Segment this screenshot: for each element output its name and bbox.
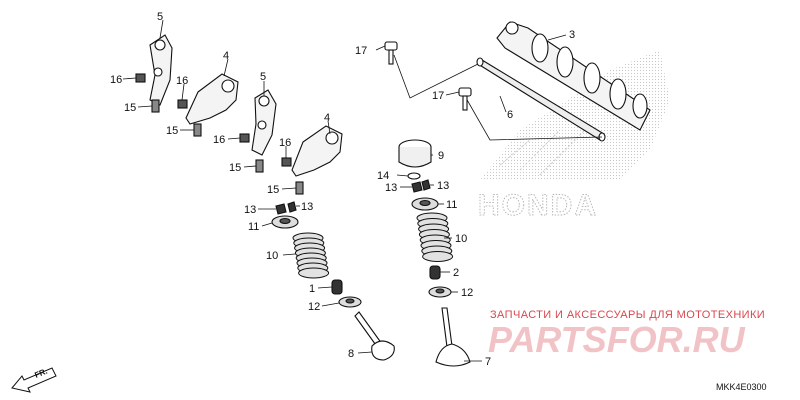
callout-12-left: 12	[308, 301, 320, 313]
bucket-part-9	[398, 139, 432, 168]
leader-lines	[122, 19, 567, 362]
callout-6: 6	[507, 109, 513, 121]
bolt-part-17-upper	[384, 41, 398, 65]
callout-1: 1	[309, 283, 315, 295]
screw-part-15-d	[295, 181, 304, 195]
rocker-arm-part-4-right	[291, 125, 343, 177]
callout-11-right: 11	[446, 199, 457, 211]
callout-17-lower: 17	[432, 90, 444, 102]
spring-coil	[298, 267, 330, 279]
spring-part-10-left	[292, 232, 330, 279]
nut-part-16-c	[239, 133, 250, 143]
cotter-part-13-left	[275, 201, 297, 215]
rocker-arm-part-4-left	[185, 73, 239, 125]
callout-2: 2	[453, 267, 459, 279]
callout-4-right: 4	[324, 112, 330, 124]
spring-coil	[422, 251, 454, 262]
valve-part-7	[435, 307, 471, 367]
callout-5-left: 5	[157, 11, 163, 23]
rocker-arm-part-5-right	[251, 89, 277, 156]
callout-4-left: 4	[223, 50, 229, 62]
watermark-tagline: ЗАПЧАСТИ И АКСЕССУАРЫ ДЛЯ МОТОТЕХНИКИ	[490, 309, 765, 321]
honda-brand-text: HONDA	[478, 189, 598, 222]
spring-part-10-right	[416, 212, 454, 262]
seal-part-1	[331, 279, 343, 295]
callout-7: 7	[485, 356, 491, 368]
camshaft-part-3	[496, 21, 651, 131]
callout-15-d: 15	[267, 184, 279, 196]
seat-part-12-right	[428, 286, 452, 298]
seat-part-12-left	[338, 296, 362, 308]
callout-3: 3	[569, 29, 575, 41]
retainer-part-11-left	[271, 215, 299, 229]
callout-16-d: 16	[279, 137, 291, 149]
front-direction-label: FR.	[33, 367, 48, 380]
callout-16-b: 16	[176, 75, 188, 87]
callout-12-right: 12	[461, 287, 473, 299]
callout-16-a: 16	[110, 74, 122, 86]
nut-part-16-a	[135, 73, 146, 83]
callout-labels: 5 16 16 15 4 15 5 16 16 15 4 15 13 13 11…	[110, 11, 575, 368]
nut-part-16-b	[177, 99, 188, 109]
front-direction-arrow: FR.	[11, 367, 57, 393]
callout-10-right: 10	[455, 233, 467, 245]
cotter-part-13-right	[411, 179, 431, 193]
callout-13-d: 13	[437, 180, 449, 192]
rocker-arm-part-5-left	[149, 34, 173, 106]
valve-part-8	[354, 311, 395, 361]
callout-15-b: 15	[166, 125, 178, 137]
seal-part-2	[429, 265, 441, 280]
diagram-code: MKK4E0300	[716, 382, 767, 392]
bolt-part-17-lower	[458, 87, 472, 111]
callout-15-a: 15	[124, 102, 136, 114]
watermark-logo: PARTSFOR.RU	[488, 319, 746, 360]
callout-11-left: 11	[248, 221, 259, 233]
callout-8: 8	[348, 348, 354, 360]
callout-16-c: 16	[213, 134, 225, 146]
shim-part-14	[407, 172, 421, 180]
callout-13-b: 13	[301, 201, 313, 213]
partsfor-watermark: ЗАПЧАСТИ И АКСЕССУАРЫ ДЛЯ МОТОТЕХНИКИ PA…	[488, 309, 765, 360]
callout-13-c: 13	[385, 182, 397, 194]
callout-15-c: 15	[229, 162, 241, 174]
retainer-part-11-right	[411, 197, 439, 211]
nut-part-16-d	[281, 157, 292, 167]
callout-9: 9	[438, 150, 444, 162]
screw-part-15-c	[255, 159, 264, 173]
callout-14: 14	[377, 170, 389, 182]
callout-10-left: 10	[266, 250, 278, 262]
callout-17-upper: 17	[355, 45, 367, 57]
screw-part-15-a	[151, 99, 160, 113]
rocker-shaft-part-6	[393, 54, 606, 142]
callout-13-a: 13	[244, 204, 256, 216]
screw-part-15-b	[193, 123, 202, 137]
callout-5-right: 5	[260, 71, 266, 83]
